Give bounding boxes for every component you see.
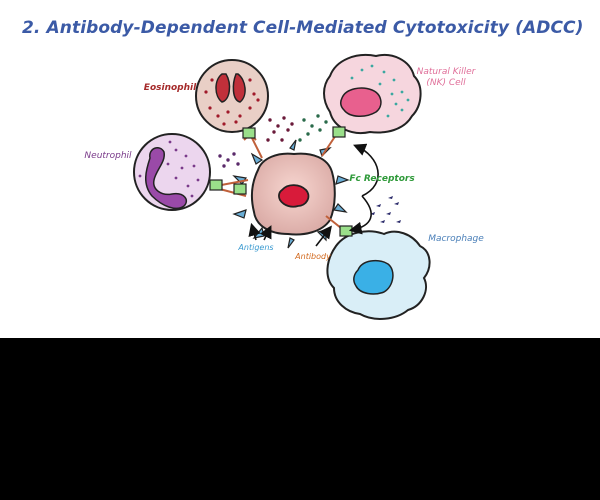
granules-nk	[298, 114, 328, 142]
macrophage-cell	[326, 230, 431, 320]
granules-eosinophil	[266, 116, 294, 142]
adcc-diagram: Eosinophil Natural Killer (NK) Cell	[84, 54, 484, 320]
fc-arrow-down	[348, 195, 372, 235]
fc-receptor-nk	[332, 126, 346, 138]
macrophage-label: Macrophage	[428, 234, 484, 244]
target-cell	[250, 152, 336, 236]
nk-cell	[323, 54, 422, 134]
antibody-arrow	[315, 225, 332, 247]
neutrophil-cell	[133, 133, 211, 211]
slide-title: 2. Antibody-Dependent Cell-Mediated Cyto…	[22, 18, 584, 38]
antibody-label: Antibody	[294, 252, 331, 261]
slide-panel: 2. Antibody-Dependent Cell-Mediated Cyto…	[0, 0, 600, 338]
eosinophil-label: Eosinophil	[144, 83, 197, 93]
fc-receptor-neutrophil	[209, 179, 223, 191]
nk-label-line2: (NK) Cell	[426, 78, 466, 88]
granules-neutrophil	[218, 152, 240, 168]
granules-macrophage	[370, 196, 401, 223]
fc-receptor-eosinophil	[242, 127, 256, 139]
neutrophil-label: Neutrophil	[84, 151, 132, 161]
nk-label-line1: Natural Killer	[417, 67, 477, 77]
target-nucleus	[278, 184, 310, 208]
antigen-arrow-1	[248, 222, 261, 241]
antigens-label: Antigens	[237, 243, 273, 252]
antigen-arrow-2	[259, 225, 272, 241]
fc-receptors-label: Fc Receptors	[349, 174, 415, 184]
fc-arrow-up	[353, 143, 379, 197]
fc-receptor-neutrophil-2	[233, 183, 247, 195]
eosinophil-cell	[195, 59, 269, 133]
fc-receptor-macrophage	[339, 225, 353, 237]
